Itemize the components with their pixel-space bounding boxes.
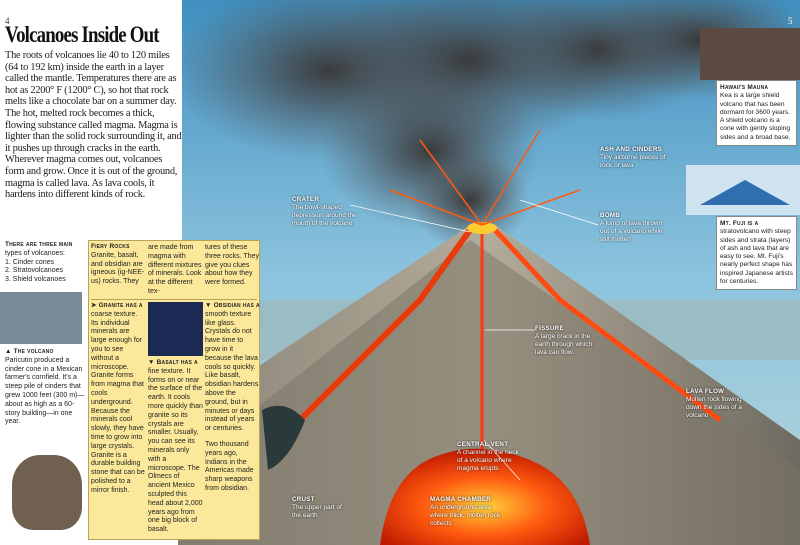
magma-chamber (380, 448, 590, 545)
page-title: Volcanoes Inside Out (5, 22, 160, 47)
intro-text: The roots of volcanoes lie 40 to 120 mil… (5, 50, 182, 201)
paricutin-caption: ▲ The volcano Paricutin produced a cinde… (5, 348, 85, 426)
page-number-left: 4 (5, 16, 10, 26)
page-number-right: 5 (788, 16, 793, 26)
basalt-photo (148, 302, 203, 356)
olmec-head-photo (12, 455, 82, 530)
paricutin-photo (0, 292, 82, 344)
divider (91, 299, 257, 300)
left-page (0, 0, 182, 240)
volcano-types: There are three main types of volcanoes:… (5, 241, 73, 284)
